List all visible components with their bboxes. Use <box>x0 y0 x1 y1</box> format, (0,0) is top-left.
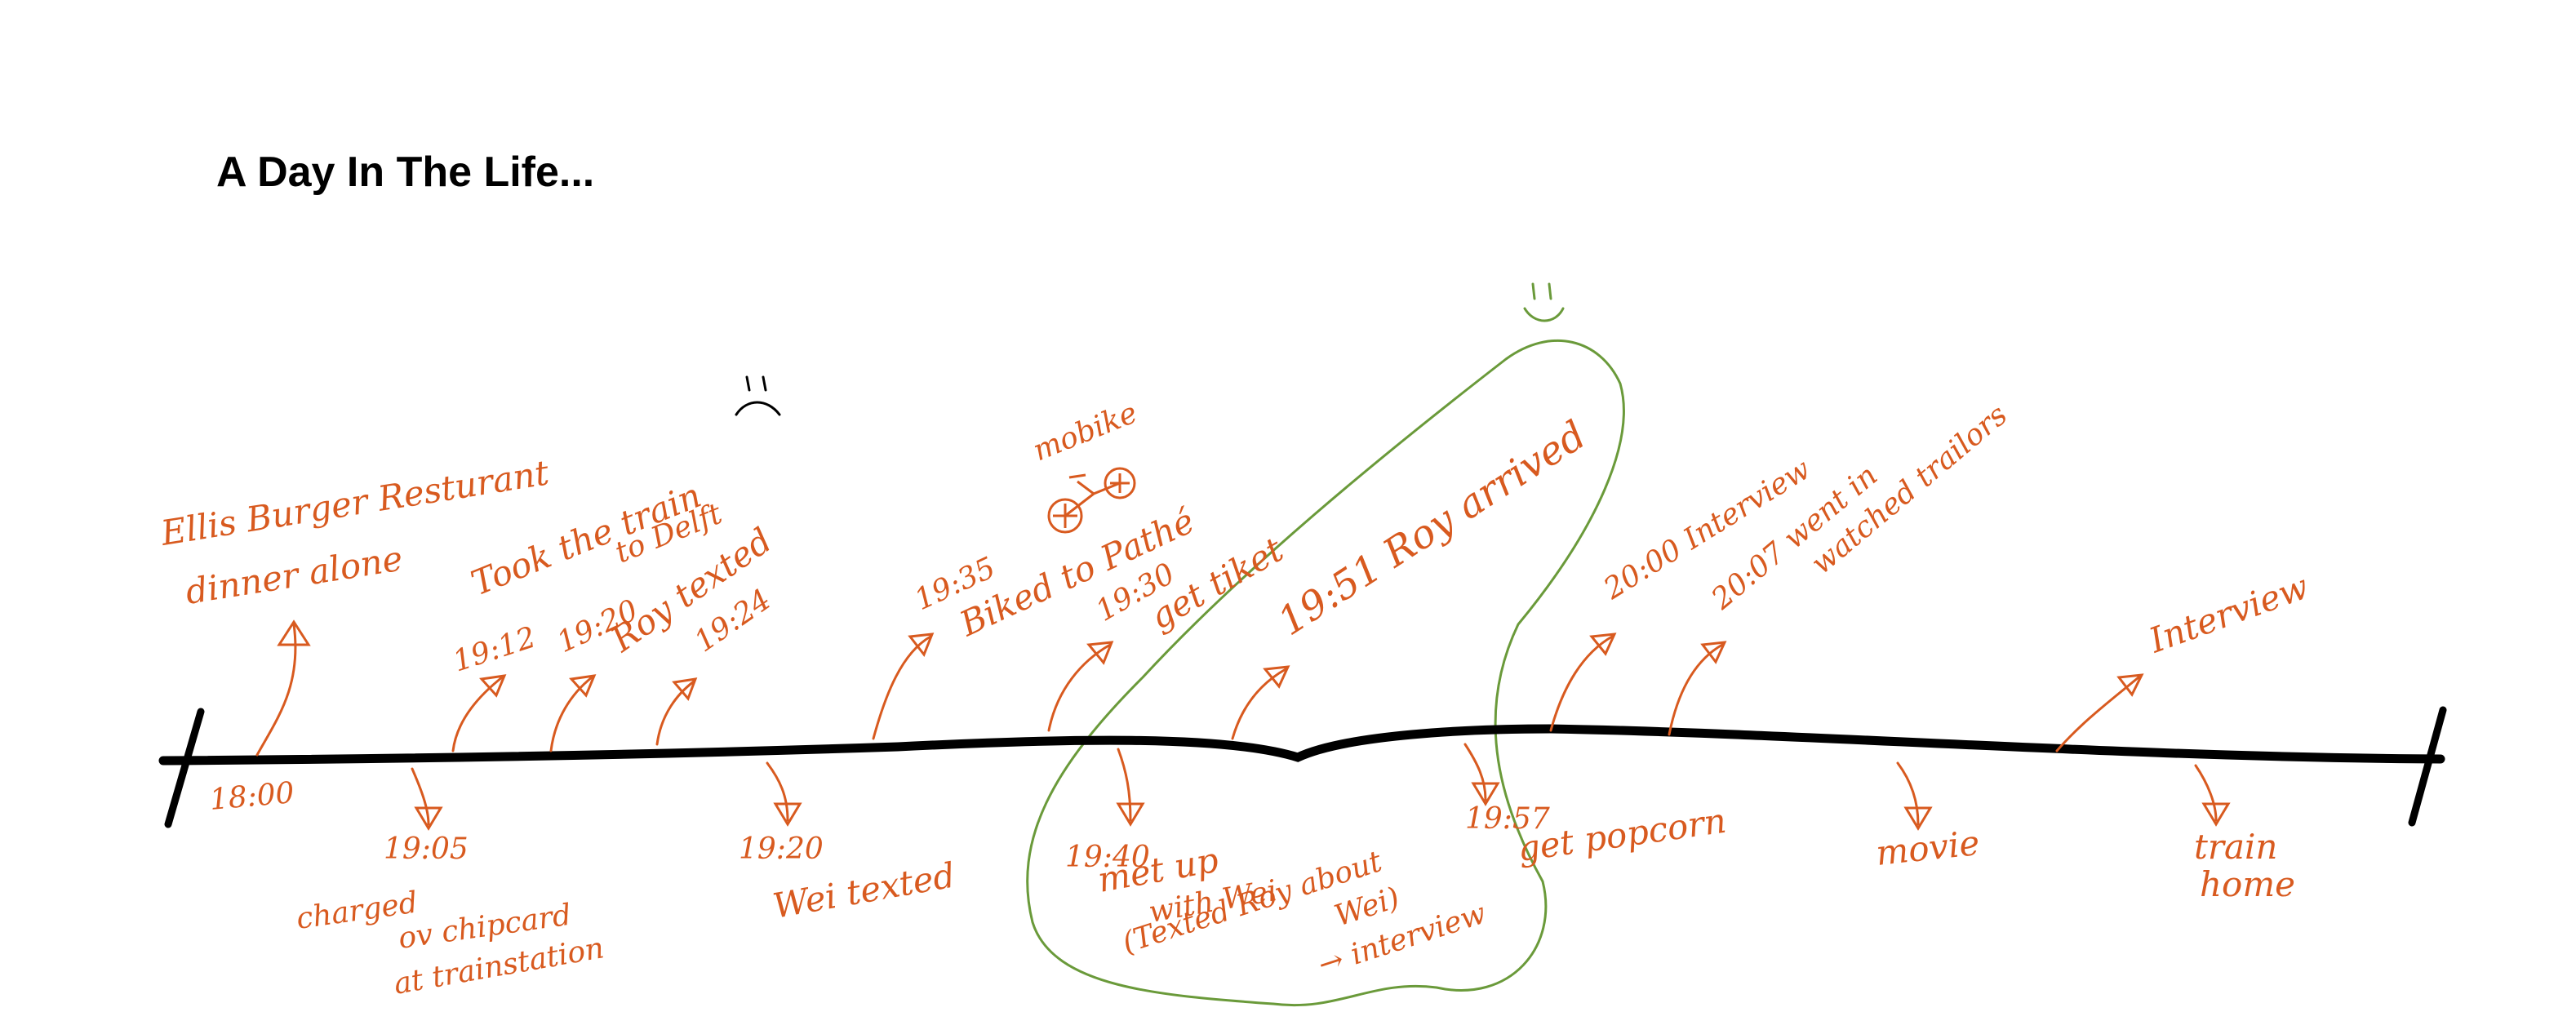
met-up-time: 19:40 <box>1065 841 1150 874</box>
sad-face-icon <box>735 375 781 416</box>
time-1800: 18:00 <box>208 776 295 817</box>
bicycle-icon <box>1047 467 1136 534</box>
arrow-1905 <box>411 767 443 831</box>
arrow-wei-texted <box>766 761 802 827</box>
arrow-roy-arrived <box>1231 665 1290 740</box>
arrow-interview-2000 <box>1549 632 1617 732</box>
arrow-roy-texted-1920 <box>549 674 597 752</box>
happy-face-icon <box>1523 282 1565 322</box>
time-1957: 19:57 <box>1465 802 1550 836</box>
arrow-ticket <box>1047 641 1114 732</box>
arrow-train-home <box>2194 764 2231 827</box>
arrow-1924 <box>655 677 698 746</box>
dinner-alone-label: dinner alone <box>183 538 406 611</box>
arrow-interview <box>2055 673 2144 752</box>
interview-label: Interview <box>2143 566 2314 661</box>
time-1912: 19:12 <box>449 621 540 679</box>
roy-arrived-label: 19:51 Roy arrived <box>1270 412 1594 645</box>
arrow-met-up <box>1116 748 1145 827</box>
home-label: home <box>2200 864 2295 904</box>
timeline-end-tick <box>2408 706 2447 827</box>
movie-label: movie <box>1874 823 1982 873</box>
page-title: A Day In The Life... <box>216 149 594 196</box>
annotations-above: Ellis Burger Resturant dinner alone 19:1… <box>158 396 2314 678</box>
arrow-ellis <box>255 619 311 757</box>
timeline-line <box>158 724 2445 766</box>
arrow-train <box>451 674 507 752</box>
annotations-below: 18:00 19:05 charged ov chipcard at train… <box>208 776 2295 1001</box>
time-1920-below: 19:20 <box>739 832 824 866</box>
arrow-biked <box>872 632 935 740</box>
arrow-1957 <box>1463 743 1500 806</box>
timeline-start-tick <box>164 708 205 828</box>
time-1905: 19:05 <box>384 832 469 866</box>
highlight-loop <box>1026 340 1625 1007</box>
arrow-movie <box>1896 761 1933 831</box>
mobike-label: mobike <box>1028 396 1142 468</box>
train-label: train <box>2194 827 2277 867</box>
ellis-burger-label: Ellis Burger Resturant <box>158 452 552 553</box>
arrow-went-in <box>1668 641 1727 736</box>
